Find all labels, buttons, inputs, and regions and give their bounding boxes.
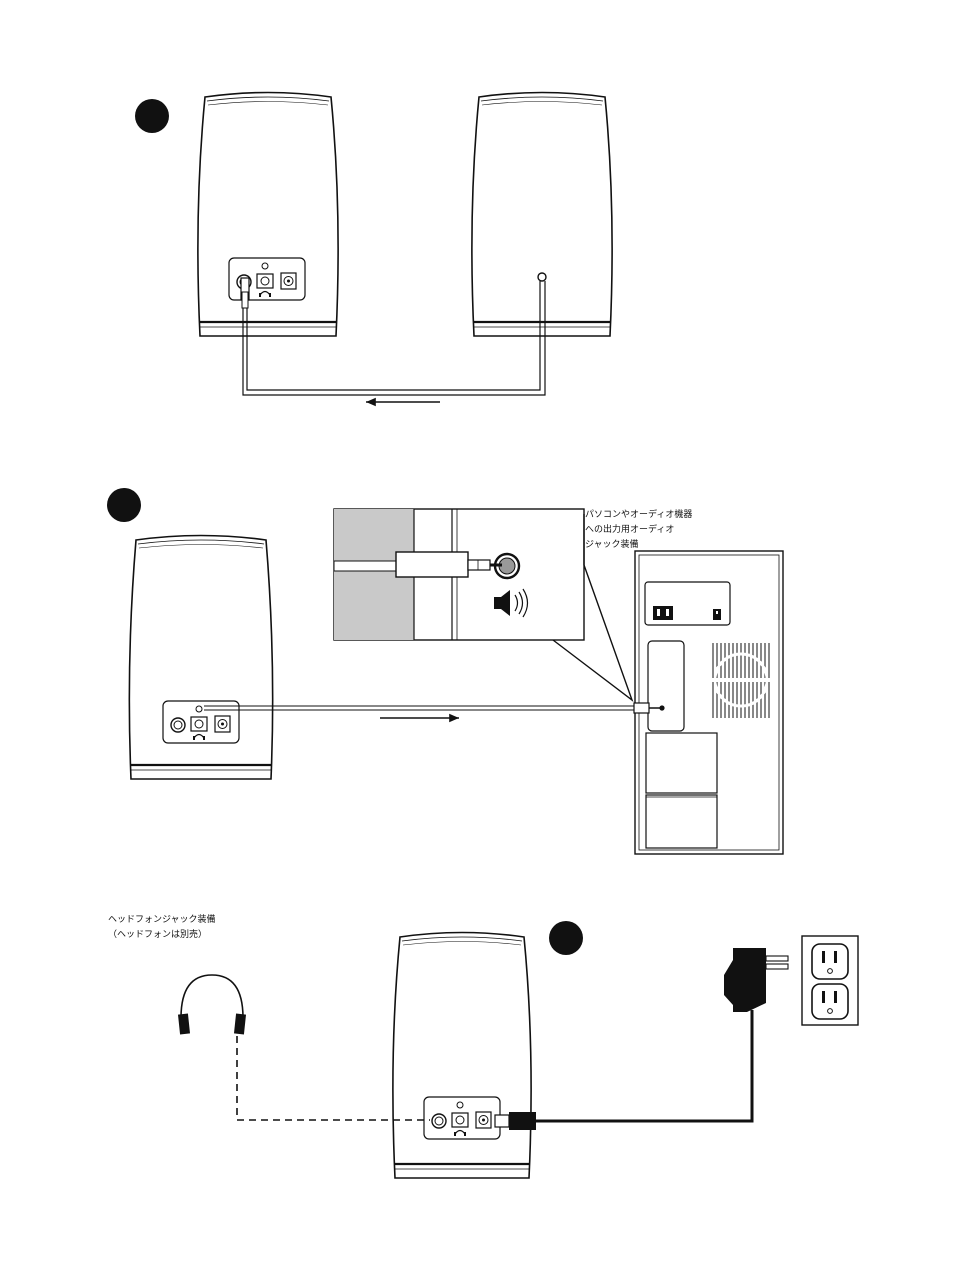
headphones-icon bbox=[178, 975, 246, 1034]
step-1 bbox=[135, 93, 612, 403]
step-3 bbox=[178, 921, 858, 1178]
audio-output-label: パソコンやオーディオ機器 への出力用オーディオ ジャック装備 bbox=[585, 508, 692, 553]
speaker-main-rear-2 bbox=[129, 536, 272, 780]
step-marker-2 bbox=[107, 488, 141, 522]
audio-output-label-line-2: への出力用オーディオ bbox=[585, 523, 692, 538]
wall-outlet-icon bbox=[802, 936, 858, 1025]
headphone-label-line-1: ヘッドフォンジャック装備 bbox=[108, 913, 216, 928]
headphone-label-line-2: （ヘッドフォンは別売） bbox=[108, 928, 216, 943]
ac-adapter-icon bbox=[724, 948, 788, 1012]
satellite-cable-port bbox=[538, 273, 546, 281]
speaker-satellite-rear bbox=[472, 93, 612, 337]
power-cable bbox=[495, 1010, 752, 1130]
audio-output-label-line-1: パソコンやオーディオ機器 bbox=[585, 508, 692, 523]
speaker-main-rear-3 bbox=[393, 933, 531, 1179]
audio-output-label-line-3: ジャック装備 bbox=[585, 538, 692, 553]
step-marker-1 bbox=[135, 99, 169, 133]
speaker-main-rear-1 bbox=[198, 93, 338, 337]
headphone-label: ヘッドフォンジャック装備 （ヘッドフォンは別売） bbox=[108, 913, 216, 943]
expansion-slot-panel bbox=[648, 641, 684, 731]
computer-tower-rear bbox=[635, 551, 783, 854]
step-marker-3 bbox=[549, 921, 583, 955]
